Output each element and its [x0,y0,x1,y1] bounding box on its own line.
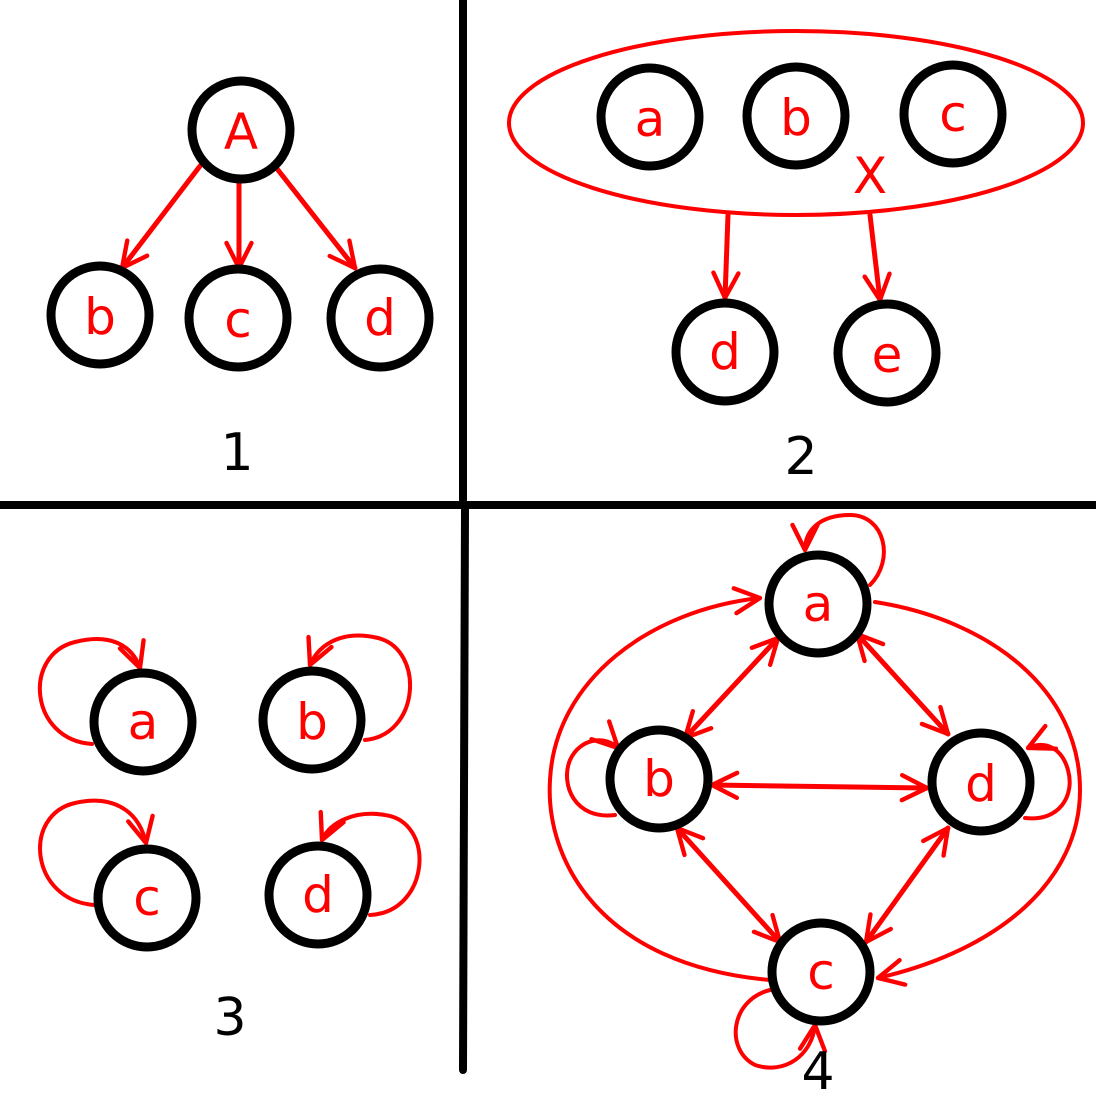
svg-text:d: d [302,866,334,924]
panel-label-4: 4 [801,1042,834,1102]
node-d: d [264,841,372,949]
self-loop-c [733,988,828,1070]
self-loop-c [38,798,155,907]
svg-text:b: b [780,89,812,147]
panel-label-2: 2 [784,427,817,487]
panel-4: a b d c 4 [547,512,1083,1102]
edge-group-d [711,212,741,301]
node-d: d [326,264,434,372]
edge-b-d [709,770,930,803]
edge-a-b [682,635,781,741]
edge-b-c [674,825,783,945]
panel-1: A b c d 1 [46,76,434,483]
node-b: b [742,62,850,170]
svg-text:e: e [872,326,903,384]
self-loop-a [790,512,886,587]
panel-3: a b c d 3 [37,633,422,1048]
svg-text:d: d [709,323,741,381]
node-c: c [767,918,875,1026]
svg-text:b: b [84,288,116,346]
edge-A-b [119,163,203,271]
panel-label-3: 3 [213,988,246,1048]
edge-a-d [854,631,951,737]
node-a: a [89,668,197,776]
self-loop-d [1023,723,1072,821]
svg-text:c: c [133,869,161,927]
svg-text:c: c [807,943,835,1001]
node-a: a [596,63,704,171]
svg-text:b: b [296,693,328,751]
panel-label-1: 1 [220,423,253,483]
node-b: b [605,725,713,833]
node-c: c [93,844,201,952]
node-c: c [184,264,292,372]
group-marker-x: X [853,147,887,205]
edge-d-c [863,825,951,945]
node-c: c [899,60,1007,168]
svg-text:c: c [224,291,252,349]
node-b: b [46,261,154,369]
svg-text:a: a [635,90,666,148]
svg-text:b: b [643,750,675,808]
svg-text:d: d [364,289,396,347]
node-A: A [187,76,295,184]
edge-A-d [275,167,358,271]
svg-text:A: A [224,103,258,161]
svg-text:d: d [965,755,997,813]
self-loop-b [306,633,412,742]
panel-2: a b c X d e 2 [507,29,1085,487]
self-loop-d [318,809,422,917]
node-a: a [764,550,872,658]
svg-text:a: a [803,575,834,633]
self-loop-b [565,719,621,818]
svg-text:c: c [939,85,967,143]
node-d: d [927,728,1035,836]
outer-edge-c-a [547,586,772,982]
svg-text:a: a [128,693,159,751]
node-d: d [671,298,779,406]
group-ellipse [507,29,1085,217]
vertical-divider-bottom [459,506,469,1074]
node-b: b [258,666,366,774]
self-loop-a [37,637,146,746]
node-e: e [833,299,941,407]
edge-group-e [862,212,892,303]
outer-edge-a-c [873,600,1083,987]
